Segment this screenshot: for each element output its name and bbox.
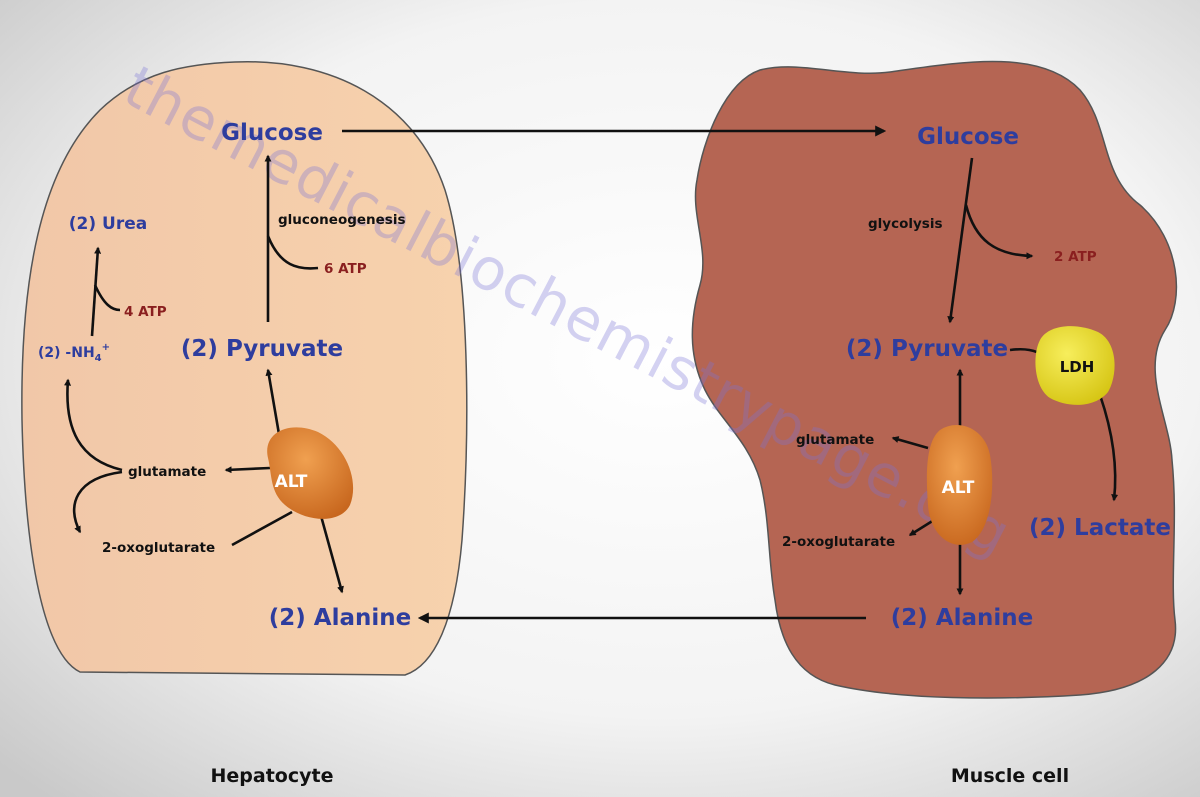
alt-to-muscle-oxoglutarate-arrow <box>908 518 935 537</box>
alt-to-muscle-glutamate-arrow <box>891 436 929 450</box>
ldh-enzyme: LDH <box>1035 326 1115 405</box>
ammonium-prefix: (2) -NH <box>38 345 95 361</box>
ldh-label: LDH <box>1060 358 1095 376</box>
muscle-alanine-label: (2) Alanine <box>891 605 1033 631</box>
ldh-to-lactate-arrow <box>1098 394 1119 502</box>
urea-atp-branch <box>93 284 121 312</box>
hepatocyte-alanine-label: (2) Alanine <box>269 605 411 631</box>
ammonium-to-urea-arrow <box>90 246 102 337</box>
glutamate-to-ammonium-arrow <box>64 378 123 472</box>
gluconeogenesis-atp-branch <box>266 235 319 270</box>
hepatocyte-oxoglutarate-label: 2-oxoglutarate <box>102 540 215 556</box>
muscle-alt-enzyme: ALT <box>926 424 993 545</box>
glycolysis-label: glycolysis <box>868 216 943 232</box>
oxoglutarate-to-alt-arrow <box>231 510 293 547</box>
lactate-label: (2) Lactate <box>1029 515 1171 541</box>
muscle-alt-label: ALT <box>942 478 975 498</box>
urea-label: (2) Urea <box>69 214 147 234</box>
hepatocyte-pyruvate-label: (2) Pyruvate <box>181 336 343 362</box>
hepatocyte-alt-enzyme: ALT <box>267 427 354 519</box>
hepatocyte-glucose-label: Glucose <box>221 120 323 146</box>
hepatocyte-glutamate-label: glutamate <box>128 464 206 480</box>
ammonium-superscript: + <box>102 342 110 353</box>
gluconeogenesis-atp-label: 6 ATP <box>324 261 367 277</box>
hepatocyte-cell <box>21 61 468 676</box>
ammonium-label: (2) -NH4+ <box>38 342 110 364</box>
muscle-glucose-label: Glucose <box>917 124 1019 150</box>
muscle-pyruvate-label: (2) Pyruvate <box>846 336 1008 362</box>
alt-to-glutamate-arrow <box>224 466 271 474</box>
muscle-glutamate-label: glutamate <box>796 432 874 448</box>
glycolysis-atp-label: 2 ATP <box>1054 249 1097 265</box>
muscle-caption: Muscle cell <box>951 765 1069 787</box>
alt-to-alanine-arrow <box>316 504 344 594</box>
hepatocyte-caption: Hepatocyte <box>211 765 334 787</box>
glycolysis-atp-branch <box>964 204 1034 260</box>
glucose-to-pyruvate-arrow <box>947 157 974 324</box>
hepatocyte-alt-label: ALT <box>275 472 308 492</box>
muscle-cell <box>691 60 1178 699</box>
alt-to-pyruvate-arrow <box>265 368 282 441</box>
glutamate-to-oxoglutarate-arrow <box>72 470 123 534</box>
muscle-oxoglutarate-label: 2-oxoglutarate <box>782 534 895 550</box>
gluconeogenesis-label: gluconeogenesis <box>278 212 406 228</box>
ammonium-subscript: 4 <box>95 353 102 364</box>
urea-atp-label: 4 ATP <box>124 304 167 320</box>
